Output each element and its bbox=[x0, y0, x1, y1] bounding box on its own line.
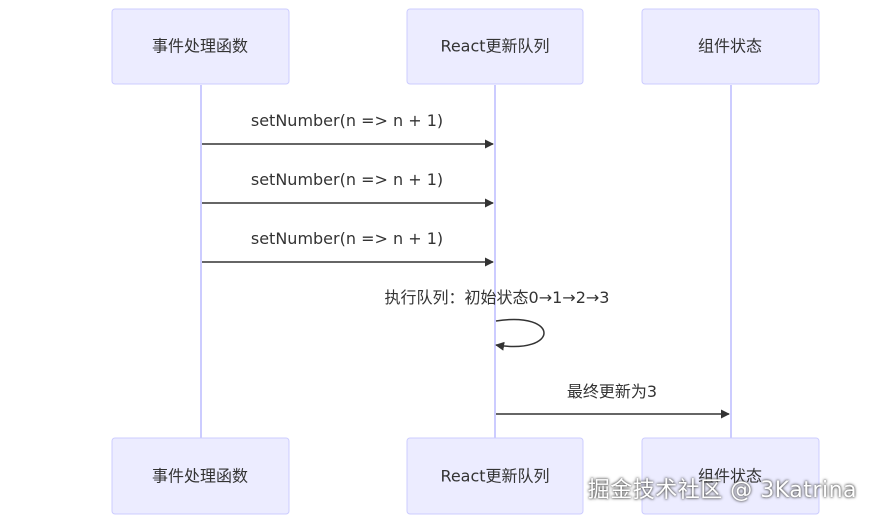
self-message-label: 执行队列：初始状态0→1→2→3 bbox=[385, 288, 610, 307]
actor-top-queue: React更新队列 bbox=[406, 8, 584, 85]
watermark: 掘金技术社区 @ 3Katrina bbox=[587, 478, 857, 503]
actor-bottom-handler: 事件处理函数 bbox=[111, 437, 290, 515]
actor-top-handler-label: 事件处理函数 bbox=[152, 37, 248, 56]
message-label-1: setNumber(n => n + 1) bbox=[251, 111, 443, 130]
message-label-2: setNumber(n => n + 1) bbox=[251, 170, 443, 189]
final-message-label: 最终更新为3 bbox=[567, 382, 657, 401]
actor-bottom-queue-label: React更新队列 bbox=[440, 467, 549, 486]
actor-top-state-label: 组件状态 bbox=[698, 37, 762, 56]
actor-bottom-queue: React更新队列 bbox=[406, 437, 584, 515]
actor-bottom-state-label: 组件状态 bbox=[698, 467, 762, 486]
actor-bottom-handler-label: 事件处理函数 bbox=[152, 467, 248, 486]
actor-top-handler: 事件处理函数 bbox=[111, 8, 290, 85]
self-message-arrow bbox=[495, 318, 545, 351]
message-label-3: setNumber(n => n + 1) bbox=[251, 229, 443, 248]
actor-bottom-state: 组件状态 bbox=[641, 437, 820, 515]
actor-top-state: 组件状态 bbox=[641, 8, 820, 85]
actor-top-queue-label: React更新队列 bbox=[440, 37, 549, 56]
